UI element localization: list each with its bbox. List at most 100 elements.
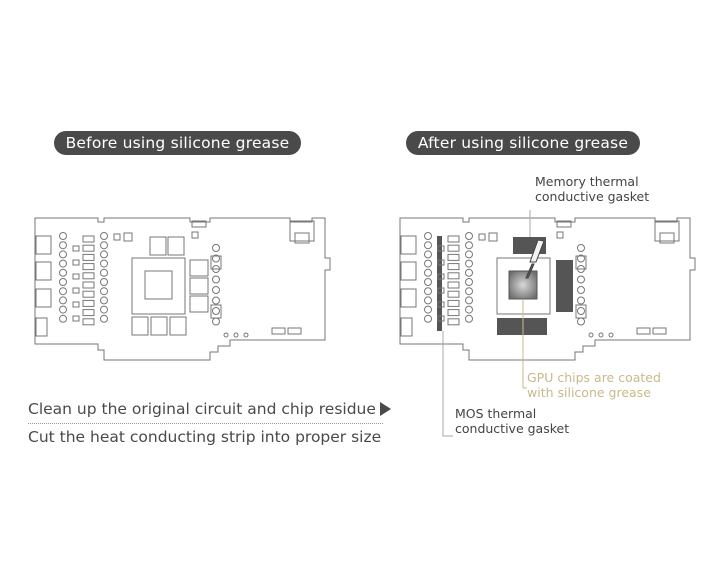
capacitor-circle — [577, 296, 585, 305]
dotted-divider — [28, 423, 383, 424]
mos-note-line2: conductive gasket — [455, 421, 570, 436]
pad-rect — [652, 327, 667, 335]
capacitor-circle — [577, 317, 585, 326]
mos-note-line1: MOS thermal — [455, 406, 537, 421]
mos-gasket-strip — [437, 236, 442, 331]
resistor-rect — [447, 290, 460, 298]
grease-syringe-icon — [525, 239, 545, 279]
memory-chip — [167, 236, 185, 256]
capacitor-circle — [577, 244, 585, 252]
resistor-rect — [82, 235, 95, 243]
smd-rect — [556, 220, 572, 228]
memory-chip — [189, 277, 209, 295]
capacitor-circle — [424, 287, 432, 296]
capacitor-circle — [59, 314, 67, 323]
capacitor-circle — [212, 244, 220, 252]
smd-rect — [437, 259, 445, 266]
gpu-leader-line — [522, 299, 527, 389]
capacitor-circle — [212, 254, 220, 263]
resistor-rect — [447, 235, 460, 243]
memory-chip — [189, 295, 209, 313]
memory-chip — [189, 259, 209, 277]
capacitor-circle — [59, 296, 67, 305]
capacitor-circle — [424, 305, 432, 314]
smd-rect — [72, 273, 80, 280]
resistor-rect — [82, 281, 95, 289]
triangle-right-icon — [379, 402, 391, 416]
capacitor-circle — [424, 278, 432, 286]
capacitor-circle — [59, 259, 67, 268]
resistor-rect — [447, 281, 460, 289]
before-gpu-area — [131, 257, 186, 315]
capacitor-circle — [465, 259, 473, 268]
capacitor-circle — [577, 254, 585, 263]
capacitor-circle — [59, 287, 67, 296]
capacitor-circle — [100, 259, 108, 268]
smd-rect — [72, 315, 80, 322]
resistor-rect — [447, 318, 460, 326]
connector-block — [35, 261, 52, 281]
pad-rect — [636, 327, 651, 335]
via-dot — [233, 332, 239, 338]
resistor-rect — [82, 290, 95, 298]
gpu-grease-die — [508, 270, 538, 300]
capacitor-circle — [577, 275, 585, 284]
via-dot — [598, 332, 604, 338]
capacitor-circle — [100, 314, 108, 323]
pad-rect — [271, 327, 286, 335]
capacitor-circle — [465, 305, 473, 314]
connector-block — [400, 261, 417, 281]
capacitor-circle — [577, 286, 585, 294]
inductor-rect — [575, 255, 587, 270]
capacitor-circle — [100, 250, 108, 259]
capacitor-circle — [577, 307, 585, 315]
smd-rect — [191, 220, 207, 228]
smd-rect — [437, 273, 445, 280]
capacitor-circle — [424, 268, 432, 277]
resistor-rect — [82, 272, 95, 280]
step-one: Clean up the original circuit and chip r… — [28, 398, 391, 420]
smd-rect — [191, 231, 199, 239]
capacitor-circle — [465, 268, 473, 277]
capacitor-circle — [424, 314, 432, 323]
capacitor-circle — [100, 232, 108, 240]
capacitor-circle — [212, 307, 220, 315]
capacitor-circle — [59, 232, 67, 240]
capacitor-circle — [465, 232, 473, 240]
inductor-rect — [575, 304, 587, 319]
smd-rect — [72, 259, 80, 266]
connector-block — [35, 317, 48, 337]
before-board-outline — [34, 217, 331, 361]
resistor-rect — [82, 253, 95, 261]
smd-rect — [556, 231, 564, 239]
via-dot — [608, 332, 614, 338]
resistor-rect — [447, 263, 460, 271]
resistor-rect — [447, 309, 460, 317]
before-gpu-die — [144, 270, 173, 300]
capacitor-circle — [100, 278, 108, 286]
capacitor-circle — [465, 278, 473, 286]
capacitor-circle — [212, 275, 220, 284]
after-board-outline — [399, 217, 696, 361]
connector-block — [400, 235, 417, 255]
smd-rect — [72, 301, 80, 308]
capacitor-circle — [424, 296, 432, 305]
smd-rect — [437, 245, 445, 252]
capacitor-circle — [59, 250, 67, 259]
memory-gasket-right — [556, 260, 573, 312]
via-dot — [243, 332, 249, 338]
gpu-grease-note: GPU chips are coated with silicone greas… — [527, 370, 661, 400]
resistor-rect — [82, 244, 95, 252]
memory-note-line1: Memory thermal — [535, 174, 639, 189]
capacitor-circle — [424, 259, 432, 268]
via-dot — [588, 332, 594, 338]
capacitor-circle — [100, 287, 108, 296]
connector-block — [400, 317, 413, 337]
capacitor-circle — [465, 241, 473, 250]
resistor-rect — [447, 253, 460, 261]
smd-rect — [478, 233, 486, 241]
smd-rect — [437, 315, 445, 322]
resistor-rect — [82, 318, 95, 326]
mos-leader-line — [442, 331, 453, 437]
